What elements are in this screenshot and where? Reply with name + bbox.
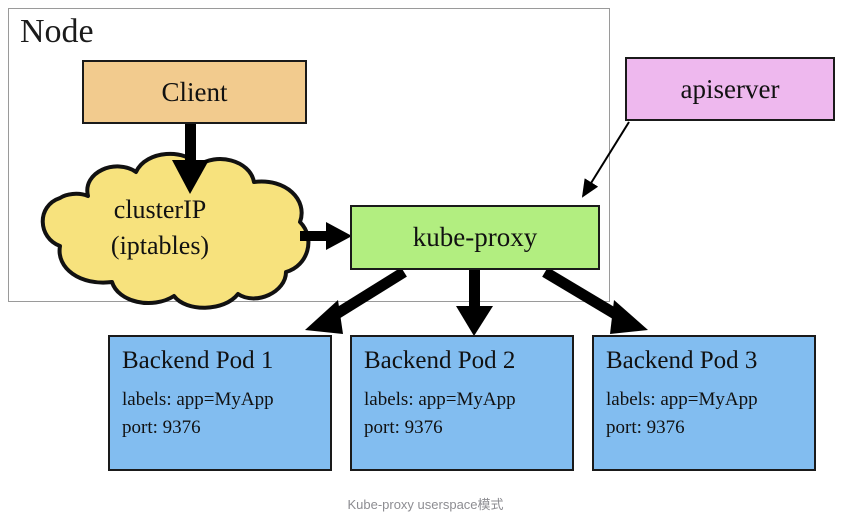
arrow-client-to-clusterip [172,124,209,194]
backend-pod-3-port: port: 9376 [606,417,685,438]
backend-pod-2-title: Backend Pod 2 [364,347,516,374]
diagram-caption: Kube-proxy userspace模式 [347,497,504,512]
arrow-apiserver-to-kubeproxy [581,121,630,198]
backend-pod-2-labels: labels: app=MyApp [364,389,516,410]
kube-proxy-label: kube-proxy [412,222,538,252]
apiserver-label: apiserver [680,73,780,104]
backend-pod-1-box[interactable]: Backend Pod 1 labels: app=MyApp port: 93… [108,335,332,471]
backend-pod-3-labels: labels: app=MyApp [606,389,758,410]
arrow-clusterip-to-kubeproxy [300,222,352,250]
backend-pod-3-title: Backend Pod 3 [606,347,758,374]
arrow-kubeproxy-to-pod1 [305,267,407,334]
backend-pod-1-title: Backend Pod 1 [122,347,274,374]
client-box[interactable]: Client [82,60,307,124]
backend-pod-2-box[interactable]: Backend Pod 2 labels: app=MyApp port: 93… [350,335,574,471]
backend-pod-1-labels: labels: app=MyApp [122,389,274,410]
backend-pod-2-port: port: 9376 [364,417,443,438]
apiserver-box[interactable]: apiserver [625,57,835,121]
kube-proxy-box[interactable]: kube-proxy [350,205,600,270]
clusterip-cloud-shape [40,152,311,310]
backend-pod-3-box[interactable]: Backend Pod 3 labels: app=MyApp port: 93… [592,335,816,471]
backend-pod-1-port: port: 9376 [122,417,201,438]
arrow-kubeproxy-to-pod3 [542,267,648,334]
client-label: Client [161,76,228,107]
node-container-label: Node [20,13,94,50]
arrow-kubeproxy-to-pod2 [456,270,493,336]
